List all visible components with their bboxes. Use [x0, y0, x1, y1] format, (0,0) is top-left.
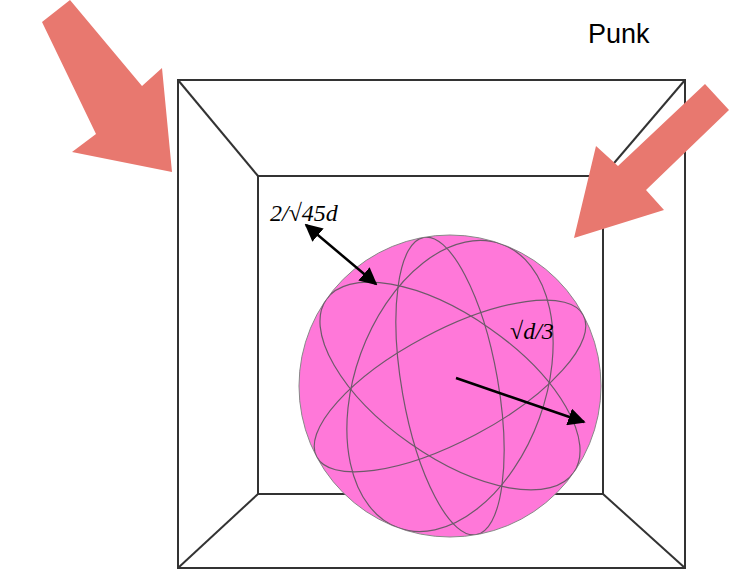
incoming-arrow [42, 0, 729, 238]
dimension-label: 2/√45d [270, 200, 338, 226]
note-text: Punk [588, 20, 650, 50]
dimension-label: √d/3 [510, 318, 554, 344]
sphere [286, 212, 614, 561]
dimension-arrow [306, 225, 584, 422]
cube [178, 80, 685, 568]
